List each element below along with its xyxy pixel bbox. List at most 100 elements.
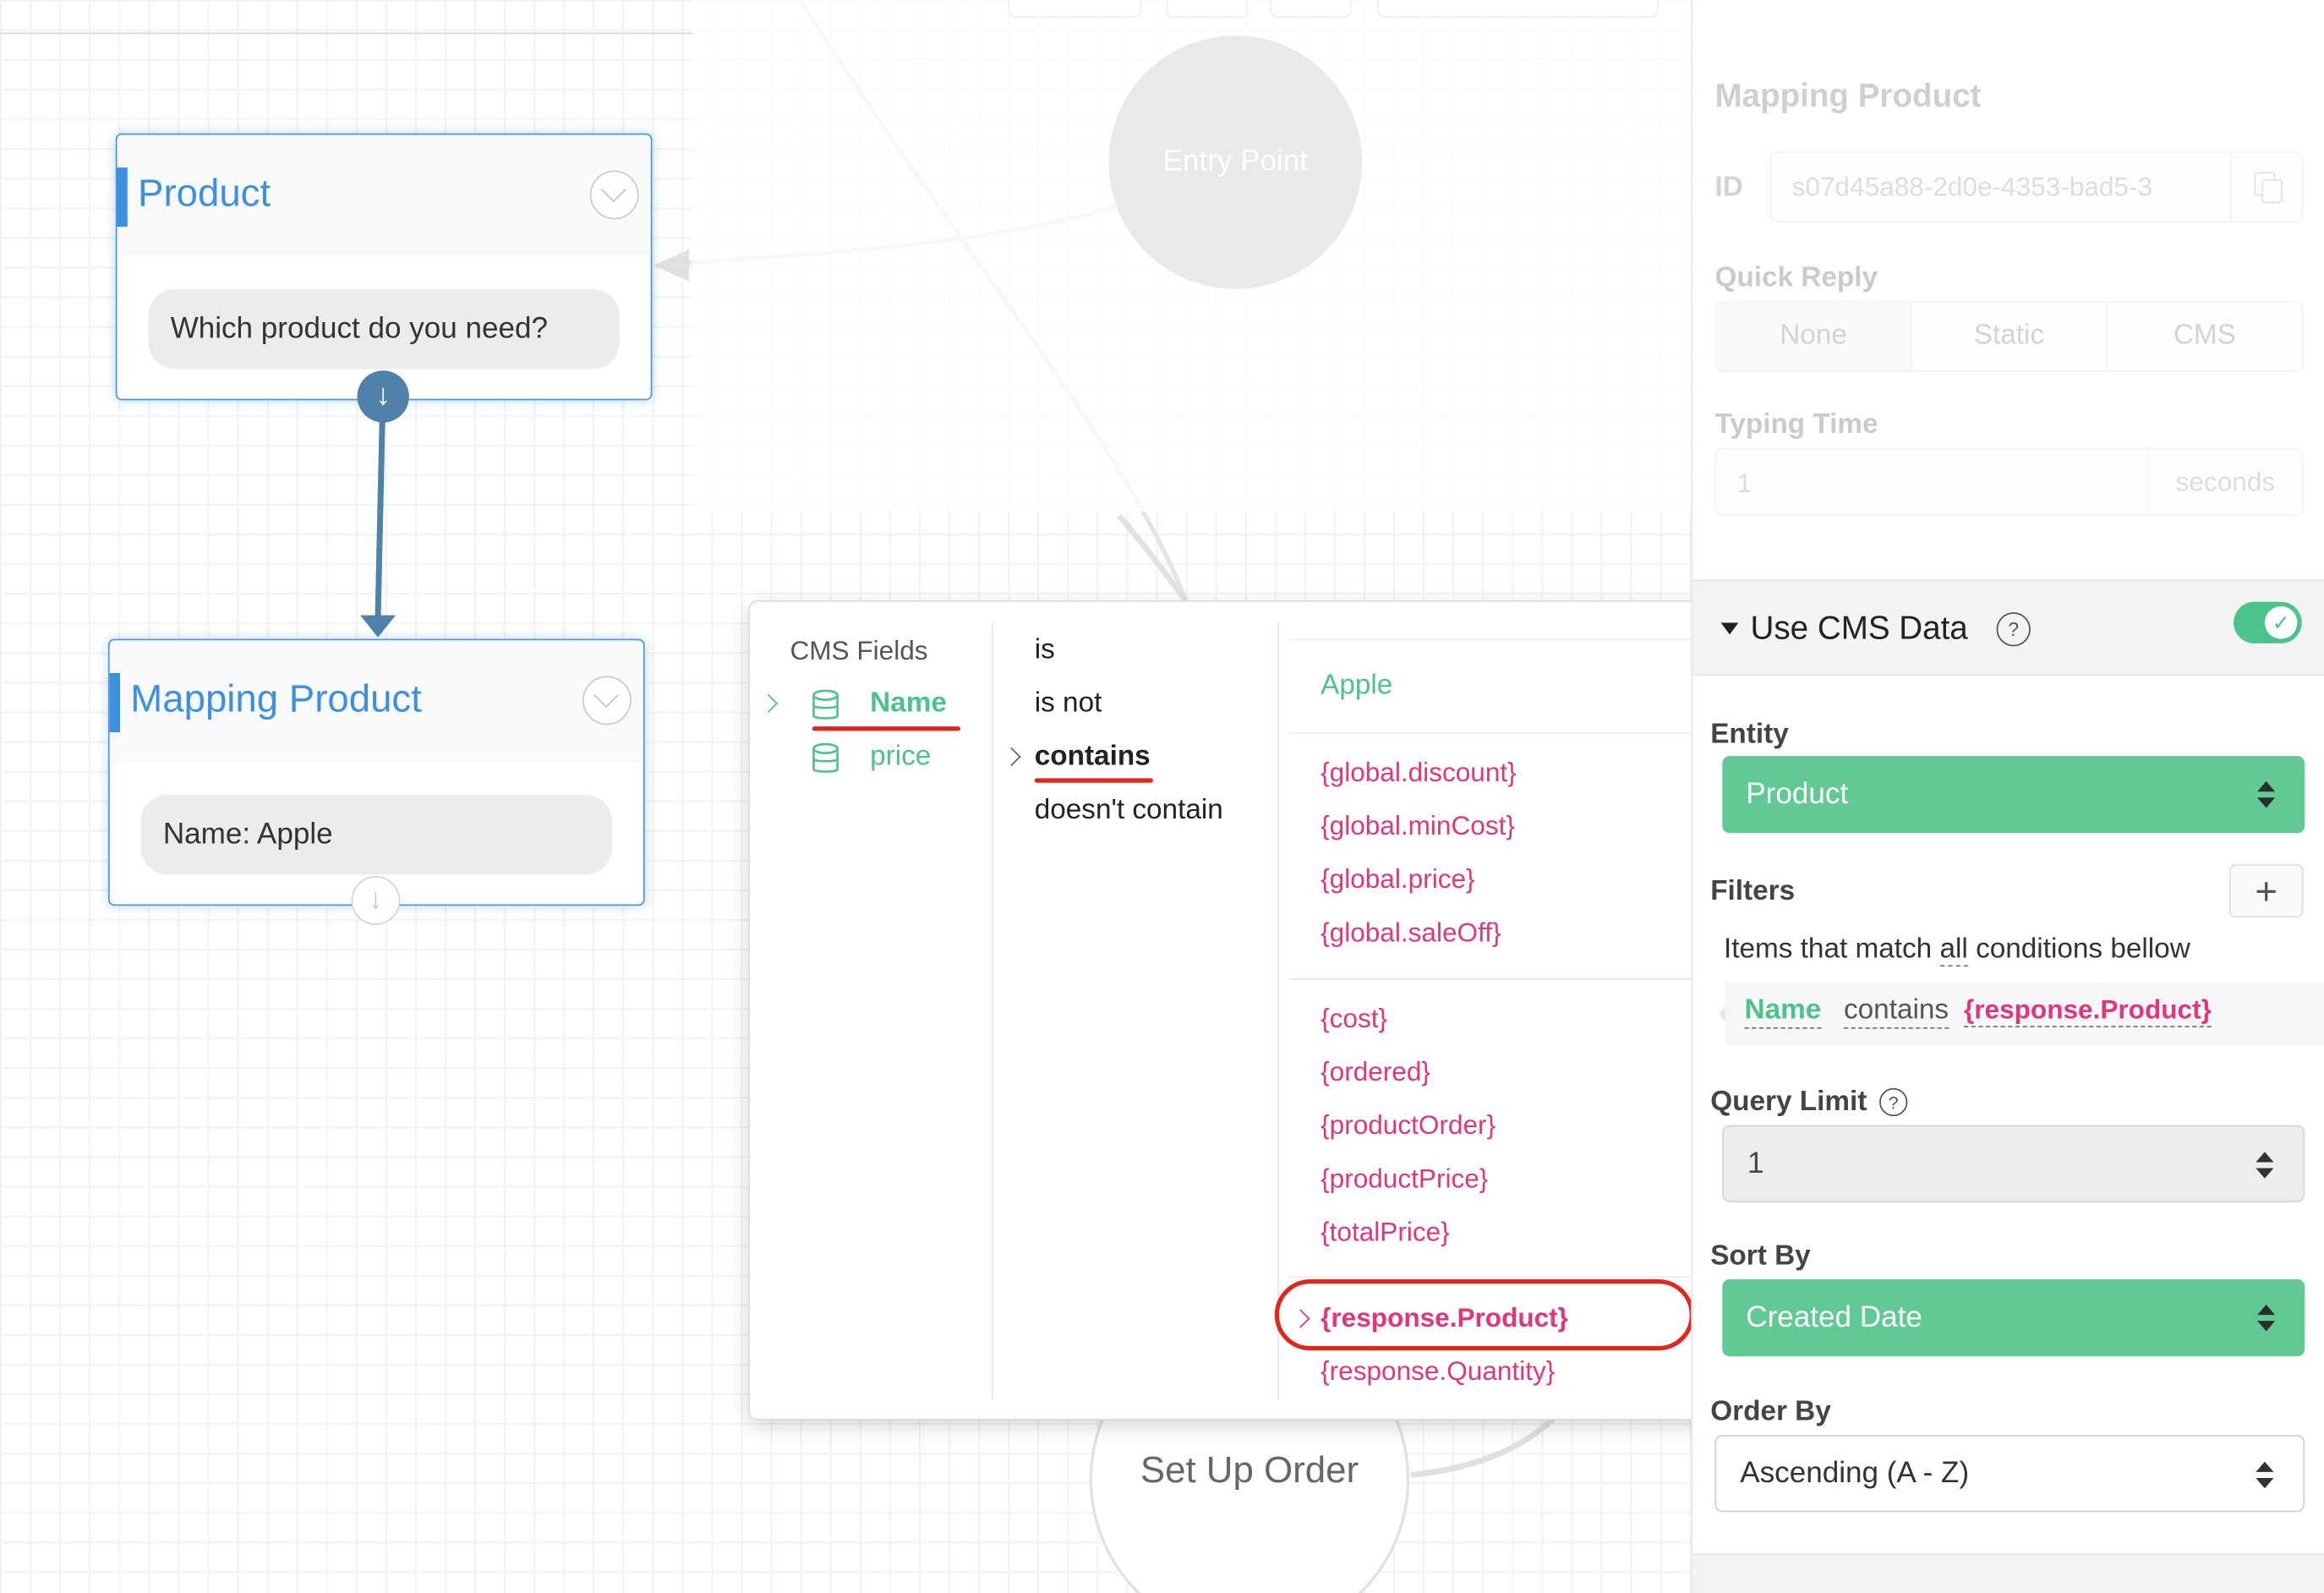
operator-option[interactable]: is not xyxy=(1034,687,1102,720)
product-node[interactable]: Product Which product do you need? xyxy=(115,133,653,401)
mapping-product-node[interactable]: Mapping Product Name: Apple xyxy=(107,638,645,906)
value-option-variable[interactable]: {totalPrice} xyxy=(1321,1217,1450,1247)
setup-curve xyxy=(1410,1413,1559,1478)
annotation-underline xyxy=(1034,778,1153,783)
order-by-label: Order By xyxy=(1710,1396,1831,1428)
value-option-variable[interactable]: {ordered} xyxy=(1321,1057,1430,1087)
node-accent-bar xyxy=(109,672,121,733)
chevron-down-icon[interactable] xyxy=(582,676,632,725)
node-accent-bar xyxy=(117,167,128,227)
filters-label: Filters xyxy=(1710,876,1796,907)
copy-icon[interactable] xyxy=(2230,152,2302,222)
next-section-header[interactable] xyxy=(1692,1553,2324,1593)
entry-point-label: Entry Point xyxy=(1162,145,1309,178)
entity-label: Entity xyxy=(1710,719,1789,751)
query-limit-select[interactable]: 1 xyxy=(1722,1125,2305,1202)
annotation-underline xyxy=(812,726,961,731)
value-option-variable[interactable]: {productPrice} xyxy=(1321,1163,1489,1194)
output-port-arrow-icon[interactable]: ↓ xyxy=(357,370,409,423)
node-header: Product xyxy=(117,134,651,257)
cms-toggle[interactable]: ✓ xyxy=(2234,601,2302,643)
quick-reply-option[interactable]: CMS xyxy=(2173,320,2236,352)
filters-desc-pre: Items that match xyxy=(1723,933,1933,966)
database-icon xyxy=(812,742,839,773)
query-limit-value: 1 xyxy=(1747,1147,1764,1180)
typing-time-unit: seconds xyxy=(2147,449,2301,515)
field-label: Name xyxy=(870,687,947,720)
field-option-name[interactable]: Name xyxy=(809,685,972,730)
node-header: Mapping Product xyxy=(109,640,643,763)
check-icon: ✓ xyxy=(2264,606,2298,639)
value-option-global[interactable]: {global.minCost} xyxy=(1321,811,1515,841)
entry-point-node[interactable]: Entry Point xyxy=(1108,36,1363,289)
id-label: ID xyxy=(1714,172,1743,204)
value-option-response[interactable]: {response.Quantity} xyxy=(1321,1356,1556,1387)
panel-title: Mapping Product xyxy=(1714,77,1982,114)
cms-section-header[interactable]: Use CMS Data ? xyxy=(1692,579,2324,676)
help-icon[interactable]: ? xyxy=(1879,1087,1908,1117)
filter-condition-row[interactable]: Name contains {response.Product} xyxy=(1725,983,2324,1046)
quick-reply-selector[interactable]: None Static CMS xyxy=(1714,300,2304,373)
canvas-top-divider xyxy=(0,32,692,35)
entity-select[interactable]: Product xyxy=(1722,756,2305,834)
group-divider xyxy=(1289,638,1717,641)
select-arrows-icon xyxy=(2257,1304,2276,1332)
typing-time-label: Typing Time xyxy=(1714,408,1878,441)
value-option-global[interactable]: {global.price} xyxy=(1321,864,1475,895)
help-icon[interactable]: ? xyxy=(1996,612,2031,647)
filter-field[interactable]: Name xyxy=(1744,994,1822,1029)
filters-desc-post: conditions bellow xyxy=(1976,933,2190,966)
quick-reply-label: Quick Reply xyxy=(1714,262,1878,294)
field-option-price[interactable]: price xyxy=(809,738,972,783)
properties-panel: Mapping Product ID s07d45a88-2d0e-4353-b… xyxy=(1691,0,2324,1593)
value-option-variable[interactable]: {cost} xyxy=(1321,1003,1388,1033)
node-connection xyxy=(360,414,396,638)
toolbar-ghost-2 xyxy=(1166,0,1249,19)
operator-option[interactable]: is xyxy=(1034,634,1055,666)
chevron-right-icon xyxy=(1002,747,1021,767)
id-field[interactable]: s07d45a88-2d0e-4353-bad5-3 xyxy=(1769,151,2304,222)
value-option-response-selected[interactable]: {response.Product} xyxy=(1321,1303,1568,1333)
sort-by-select[interactable]: Created Date xyxy=(1722,1279,2305,1357)
node-title: Product xyxy=(138,170,271,216)
group-divider xyxy=(1289,978,1717,980)
quick-reply-option[interactable]: None xyxy=(1716,302,1912,371)
toolbar-ghost-3 xyxy=(1270,0,1352,19)
value-option-global[interactable]: {global.discount} xyxy=(1321,757,1517,787)
output-port-arrow-icon[interactable]: ↓ xyxy=(351,876,401,925)
node-title: Mapping Product xyxy=(130,676,422,721)
chevron-right-icon xyxy=(758,693,779,714)
id-value: s07d45a88-2d0e-4353-bad5-3 xyxy=(1791,172,2153,202)
caret-down-icon xyxy=(1720,622,1739,635)
add-filter-button[interactable]: + xyxy=(2228,864,2304,918)
annotation-highlight-circle xyxy=(1274,1279,1694,1351)
cms-fields-header: CMS Fields xyxy=(790,636,928,666)
column-divider xyxy=(1277,622,1280,1400)
chevron-down-icon[interactable] xyxy=(589,170,639,220)
select-arrows-icon xyxy=(2256,1461,2274,1489)
toolbar-ghost-4 xyxy=(1376,0,1659,19)
message-bubble: Name: Apple xyxy=(140,794,613,875)
operator-option-selected[interactable]: contains xyxy=(1034,741,1151,773)
quick-reply-option[interactable]: Static xyxy=(1912,302,2108,371)
entity-value: Product xyxy=(1746,777,1849,811)
entry-arrow xyxy=(653,249,690,282)
filter-value[interactable]: {response.Product} xyxy=(1963,994,2212,1027)
filters-match-mode[interactable]: all xyxy=(1939,933,1968,967)
typing-time-input[interactable]: 1 seconds xyxy=(1714,447,2304,517)
operator-option[interactable]: doesn't contain xyxy=(1034,794,1223,826)
select-arrows-icon xyxy=(2256,1152,2274,1179)
column-divider xyxy=(991,622,993,1400)
query-limit-label: Query Limit xyxy=(1710,1087,1867,1118)
value-option-global[interactable]: {global.saleOff} xyxy=(1321,917,1501,948)
condition-picker-popup[interactable]: CMS Fields Name price is is not contains… xyxy=(748,600,1721,1421)
value-option-cms[interactable]: Apple xyxy=(1321,670,1393,702)
database-icon xyxy=(812,689,839,720)
filter-operator[interactable]: contains xyxy=(1843,994,1949,1029)
group-divider xyxy=(1289,1276,1717,1278)
value-option-variable[interactable]: {productOrder} xyxy=(1321,1110,1496,1141)
order-by-select[interactable]: Ascending (A - Z) xyxy=(1714,1435,2305,1513)
select-arrows-icon xyxy=(2257,780,2276,808)
group-divider xyxy=(1289,732,1717,734)
cms-section-title: Use CMS Data xyxy=(1750,609,1968,647)
